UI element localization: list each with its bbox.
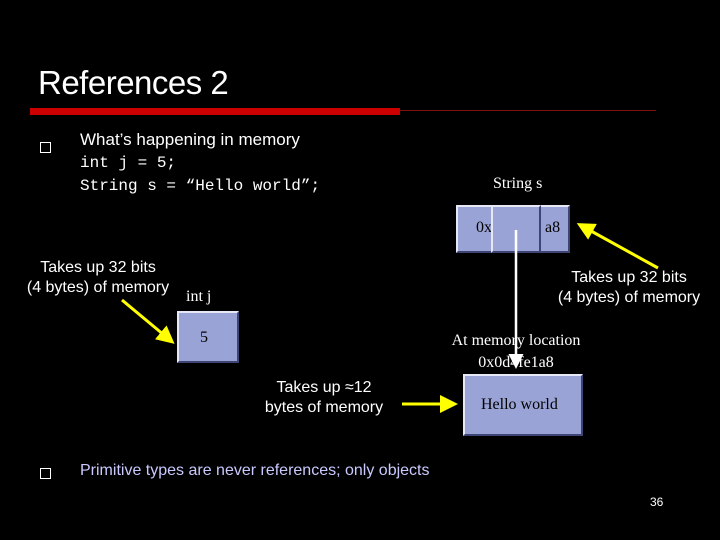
- bullet-memory-text: What’s happening in memory: [80, 130, 300, 149]
- arrow-left-note-to-int: [121, 298, 175, 344]
- code-string-line: String s = “Hello world”;: [80, 177, 321, 195]
- string-object-cell: Hello world: [463, 374, 583, 436]
- note-middle-line1: Takes up ≈12: [276, 379, 372, 396]
- slide-title: References 2: [38, 64, 229, 101]
- string-s-label: String s: [493, 175, 543, 192]
- note-left-line2: (4 bytes) of memory: [26, 279, 170, 296]
- int-memory-cell: 5: [177, 311, 239, 363]
- note-right-line2: (4 bytes) of memory: [557, 289, 701, 306]
- address-suffix: a8: [545, 219, 561, 236]
- note-right-line1: Takes up 32 bits: [571, 269, 687, 286]
- note-right: Takes up 32 bits (4 bytes) of memory: [540, 268, 718, 308]
- page-number: 36: [650, 495, 664, 509]
- bullet-icon: [40, 142, 51, 153]
- note-middle-line2: bytes of memory: [264, 399, 384, 416]
- note-left-line1: Takes up 32 bits: [40, 259, 156, 276]
- title-rule-extension: [400, 110, 656, 111]
- int-j-label: int j: [186, 288, 212, 305]
- bullet-icon-2: [40, 468, 51, 479]
- address-prefix: 0x: [476, 219, 492, 236]
- title-rule: [30, 108, 400, 115]
- hello-world-text: Hello world: [481, 396, 558, 413]
- code-int-line: int j = 5;: [80, 154, 177, 172]
- int-value: 5: [200, 329, 208, 346]
- primitive-types-note: Primitive types are never references; on…: [80, 462, 430, 479]
- note-middle: Takes up ≈12 bytes of memory: [238, 378, 410, 418]
- arrow-right-note-to-reference: [576, 223, 659, 270]
- note-left: Takes up 32 bits (4 bytes) of memory: [8, 258, 188, 298]
